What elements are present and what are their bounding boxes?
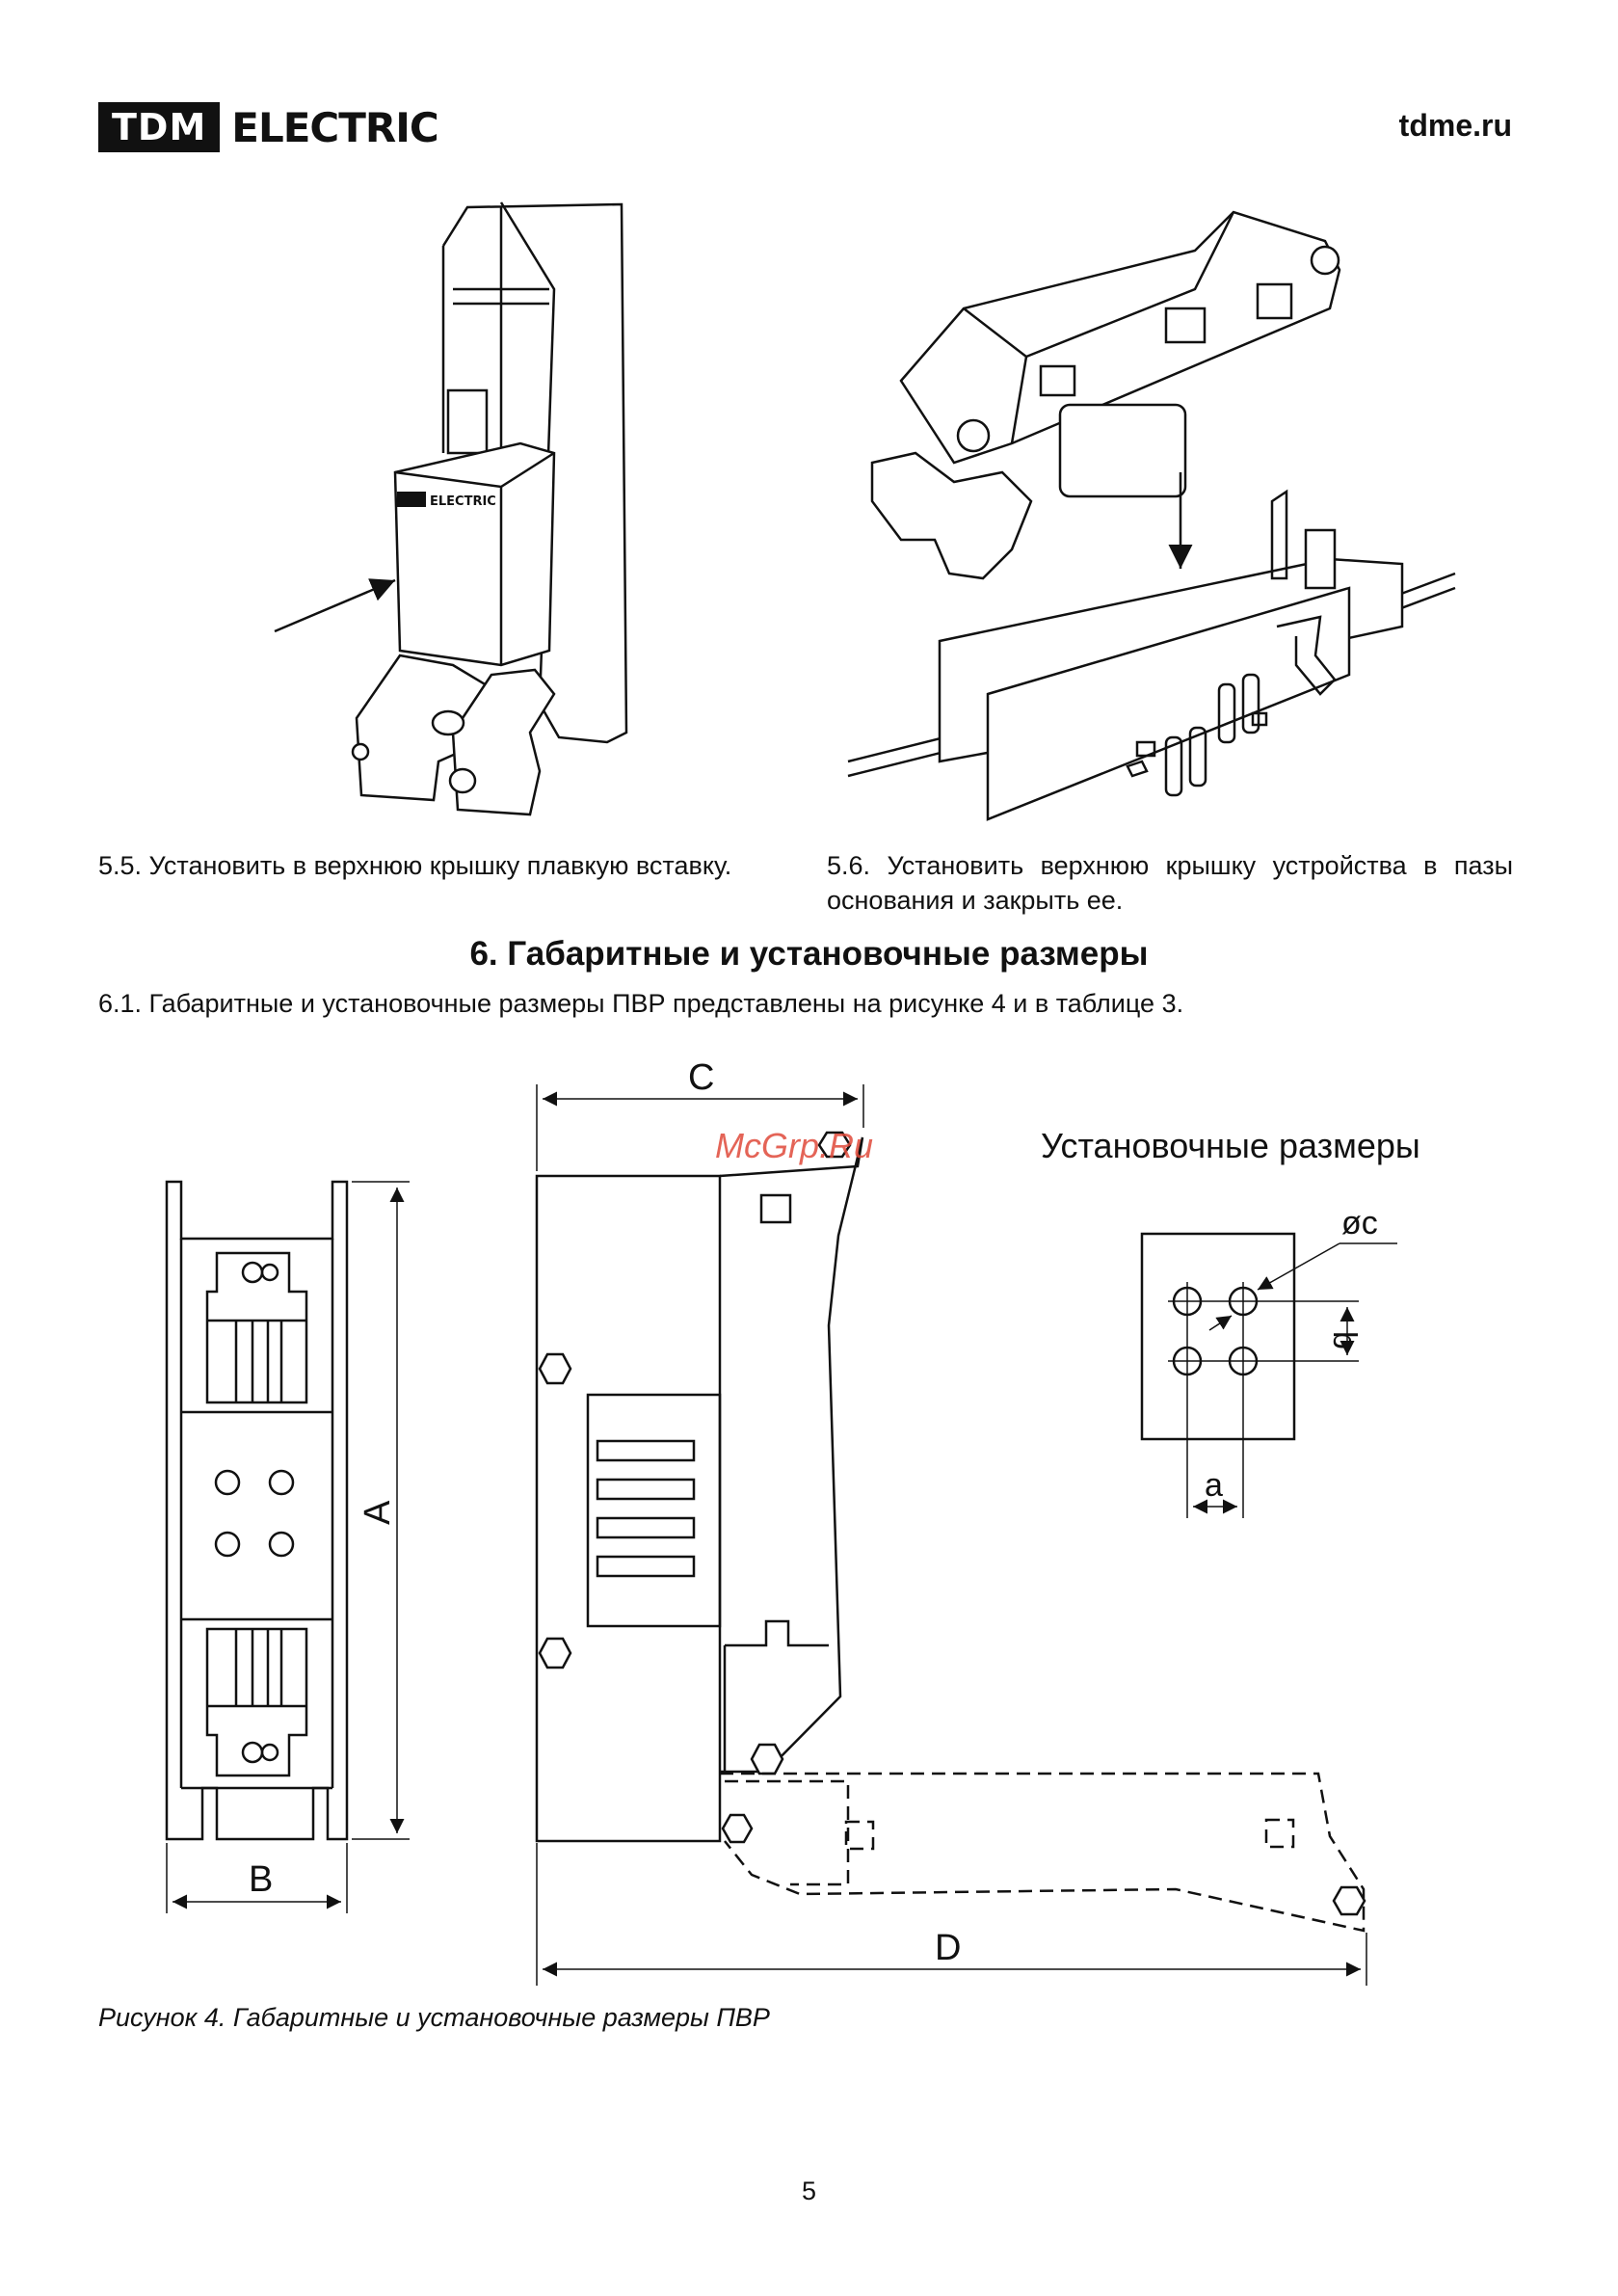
illustration-step-5-5: ELECTRIC	[274, 201, 628, 816]
page-number: 5	[801, 2176, 817, 2205]
front-view: A B	[165, 1180, 410, 1913]
dim-A-label: A	[358, 1500, 398, 1525]
dim-a-label: a	[1205, 1467, 1223, 1504]
mounting-title: Установочные размеры	[1041, 1126, 1420, 1165]
paragraph-6-1: 6.1. Габаритные и установочные размеры П…	[98, 989, 1184, 1018]
side-view: C D	[535, 1057, 1367, 1986]
section-title: 6. Габаритные и установочные размеры	[469, 935, 1149, 973]
dim-c-label: øc	[1341, 1205, 1378, 1241]
logo-box: TDM	[98, 102, 221, 152]
step-5-5-caption: 5.5. Установить в верхнюю крышку плавкую…	[98, 851, 732, 880]
dim-C-label: C	[688, 1057, 714, 1098]
dim-b-label: b	[1326, 1331, 1363, 1349]
tdm-electric-logo: TDM ELECTRIC	[98, 102, 439, 152]
figure-caption: Рисунок 4. Габаритные и установочные раз…	[98, 2003, 770, 2032]
step-5-6-caption: 5.6. Установить верхнюю крышку устройств…	[827, 851, 1513, 915]
logo-word: ELECTRIC	[231, 103, 438, 151]
illustration-step-5-6	[847, 210, 1456, 821]
watermark: McGrp.Ru	[715, 1126, 874, 1165]
dim-B-label: B	[249, 1859, 273, 1900]
device-label: ELECTRIC	[430, 494, 496, 509]
mounting-dimensions: b a øc	[1140, 1205, 1397, 1518]
dim-D-label: D	[935, 1928, 961, 1968]
site-link[interactable]: tdme.ru	[1398, 108, 1512, 143]
